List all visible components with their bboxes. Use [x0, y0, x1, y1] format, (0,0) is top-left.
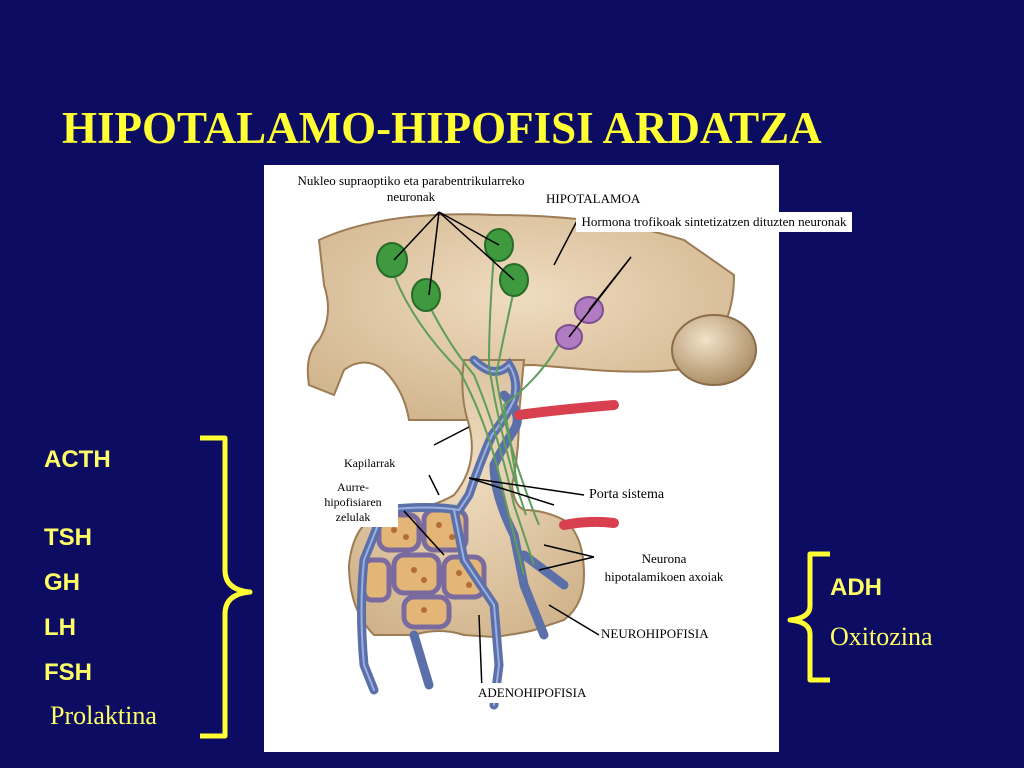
mammillary-body [671, 314, 757, 386]
label-capillaries: Kapilarrak [344, 455, 396, 471]
anatomy-figure: Nukleo supraoptiko eta parabentrikularre… [264, 165, 852, 752]
label-anterior-cells: Aurre-hipofisiaren zelulak [308, 478, 398, 527]
label-adenohypophysis: ADENOHIPOFISIA [474, 683, 591, 703]
hormone-acth: ACTH [44, 446, 111, 473]
label-hypothalamus: HIPOTALAMOA [546, 191, 641, 207]
artery-upper [514, 400, 619, 420]
hormone-adh: ADH [830, 574, 882, 601]
hormone-fsh: FSH [44, 659, 92, 686]
label-trophic-neurons: Hormona trofikoak sintetizatzen dituzten… [576, 212, 852, 232]
label-axons: Neurona hipotalamikoen axoiak [604, 550, 724, 586]
axon-fibres [393, 254, 565, 576]
hormone-gh: GH [44, 569, 80, 596]
label-neurohypophysis: NEUROHIPOFISIA [601, 626, 709, 642]
hormone-lh: LH [44, 614, 76, 641]
right-brace [787, 551, 830, 683]
artery-lower [559, 516, 619, 530]
hormone-oxitozina: Oxitozina [830, 622, 933, 651]
left-brace [200, 435, 253, 739]
hormone-prolaktina: Prolaktina [50, 701, 157, 730]
label-portal-system: Porta sistema [589, 487, 665, 503]
slide-title: HIPOTALAMO-HIPOFISI ARDATZA [62, 103, 822, 153]
label-nucleus: Nukleo supraoptiko eta parabentrikularre… [296, 173, 526, 205]
hormone-tsh: TSH [44, 524, 92, 551]
leader-lines [393, 211, 632, 691]
hypothalamus-pituitary-illustration [306, 211, 757, 710]
